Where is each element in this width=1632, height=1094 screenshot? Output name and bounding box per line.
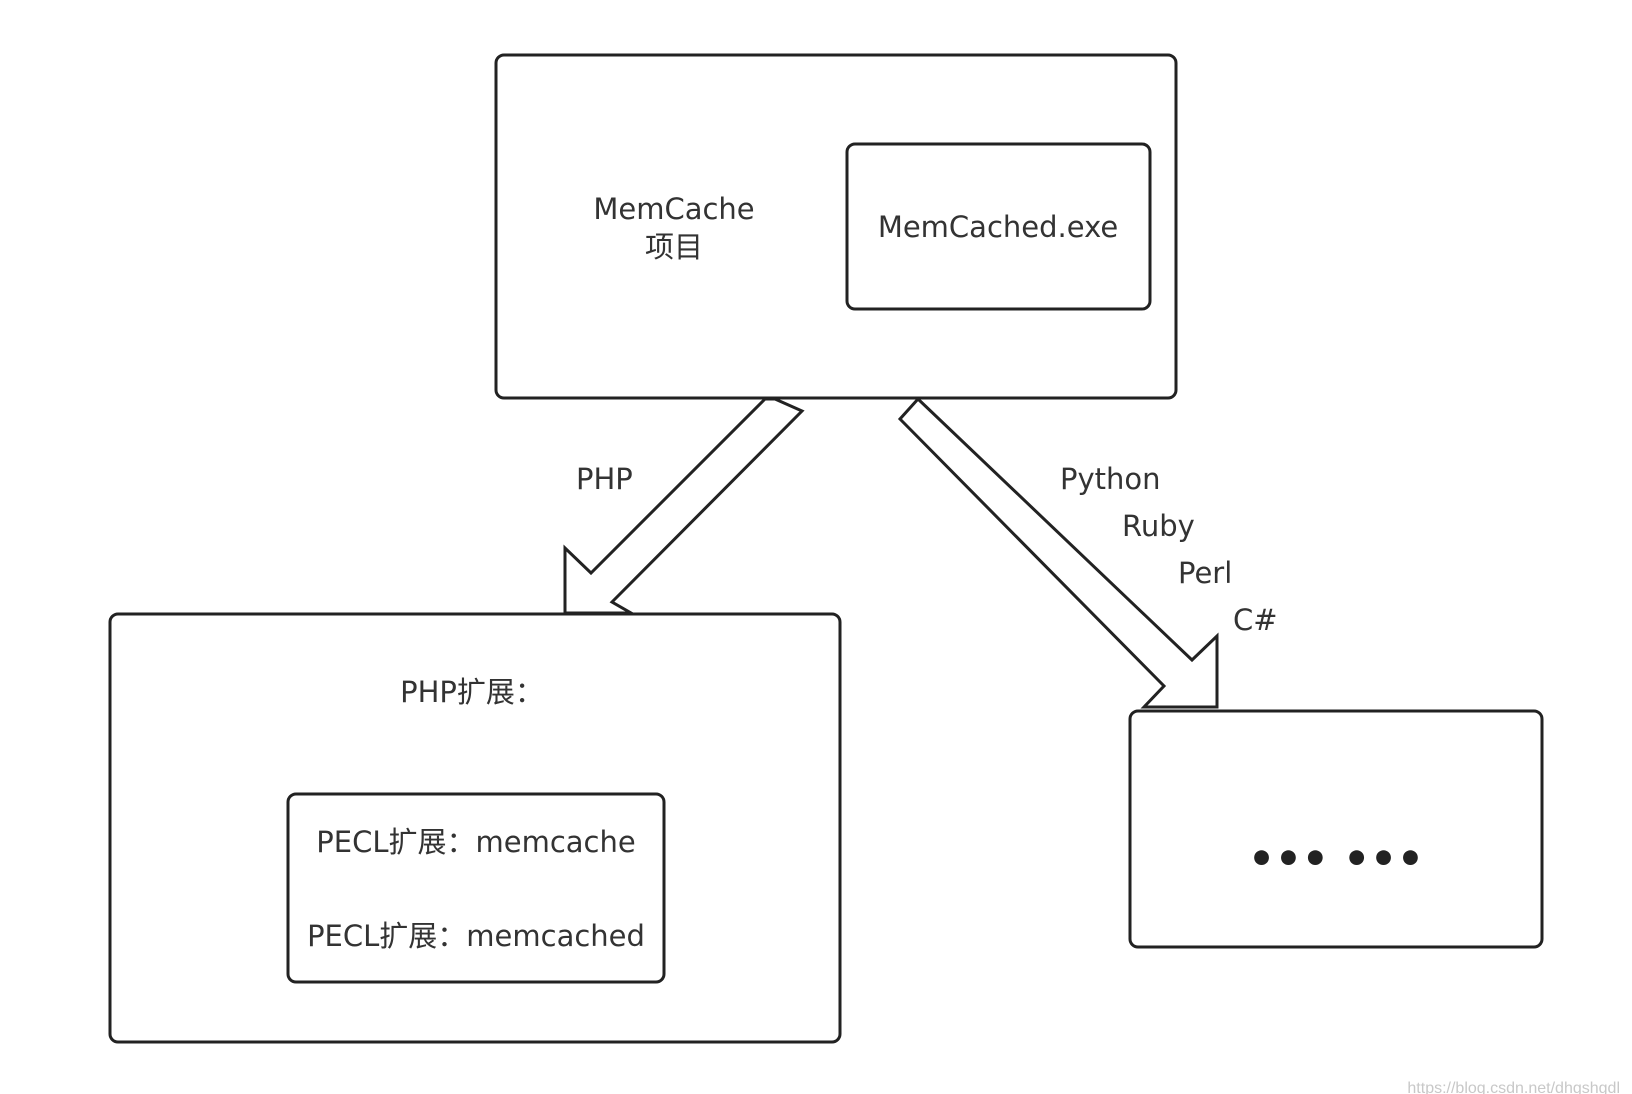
other-clients-box: ••• ••• — [1128, 709, 1544, 949]
language-label-ruby: Ruby — [1122, 509, 1195, 543]
memcache-project-box: MemCache 项目 MemCached.exe — [494, 53, 1178, 400]
php-extension-title: PHP扩展： — [400, 675, 544, 709]
pecl-memcached-item: PECL扩展：memcached — [307, 919, 645, 953]
ellipsis-placeholder: ••• ••• — [1248, 834, 1424, 883]
pecl-extension-box: PECL扩展：memcache PECL扩展：memcached — [286, 792, 666, 984]
php-arrow-label: PHP — [576, 462, 633, 496]
language-label-csharp: C# — [1233, 603, 1278, 637]
pecl-memcache-item: PECL扩展：memcache — [316, 825, 635, 859]
other-languages-arrow: Python Ruby Perl C# — [897, 396, 1278, 709]
other-languages-arrow-shape — [897, 396, 1219, 709]
php-extension-box: PHP扩展： PECL扩展：memcache PECL扩展：memcached — [108, 612, 842, 1044]
php-arrow: PHP — [563, 397, 805, 615]
memcached-exe-box: MemCached.exe — [845, 142, 1152, 311]
memcache-project-label-line2: 项目 — [645, 230, 703, 264]
language-label-python: Python — [1060, 462, 1161, 496]
memcache-project-label-line1: MemCache — [593, 192, 754, 226]
watermark: https://blog.csdn.net/dhgshgdl — [1407, 1080, 1620, 1094]
language-label-perl: Perl — [1178, 556, 1232, 590]
php-arrow-shape — [563, 397, 805, 615]
memcached-exe-label: MemCached.exe — [878, 210, 1118, 244]
